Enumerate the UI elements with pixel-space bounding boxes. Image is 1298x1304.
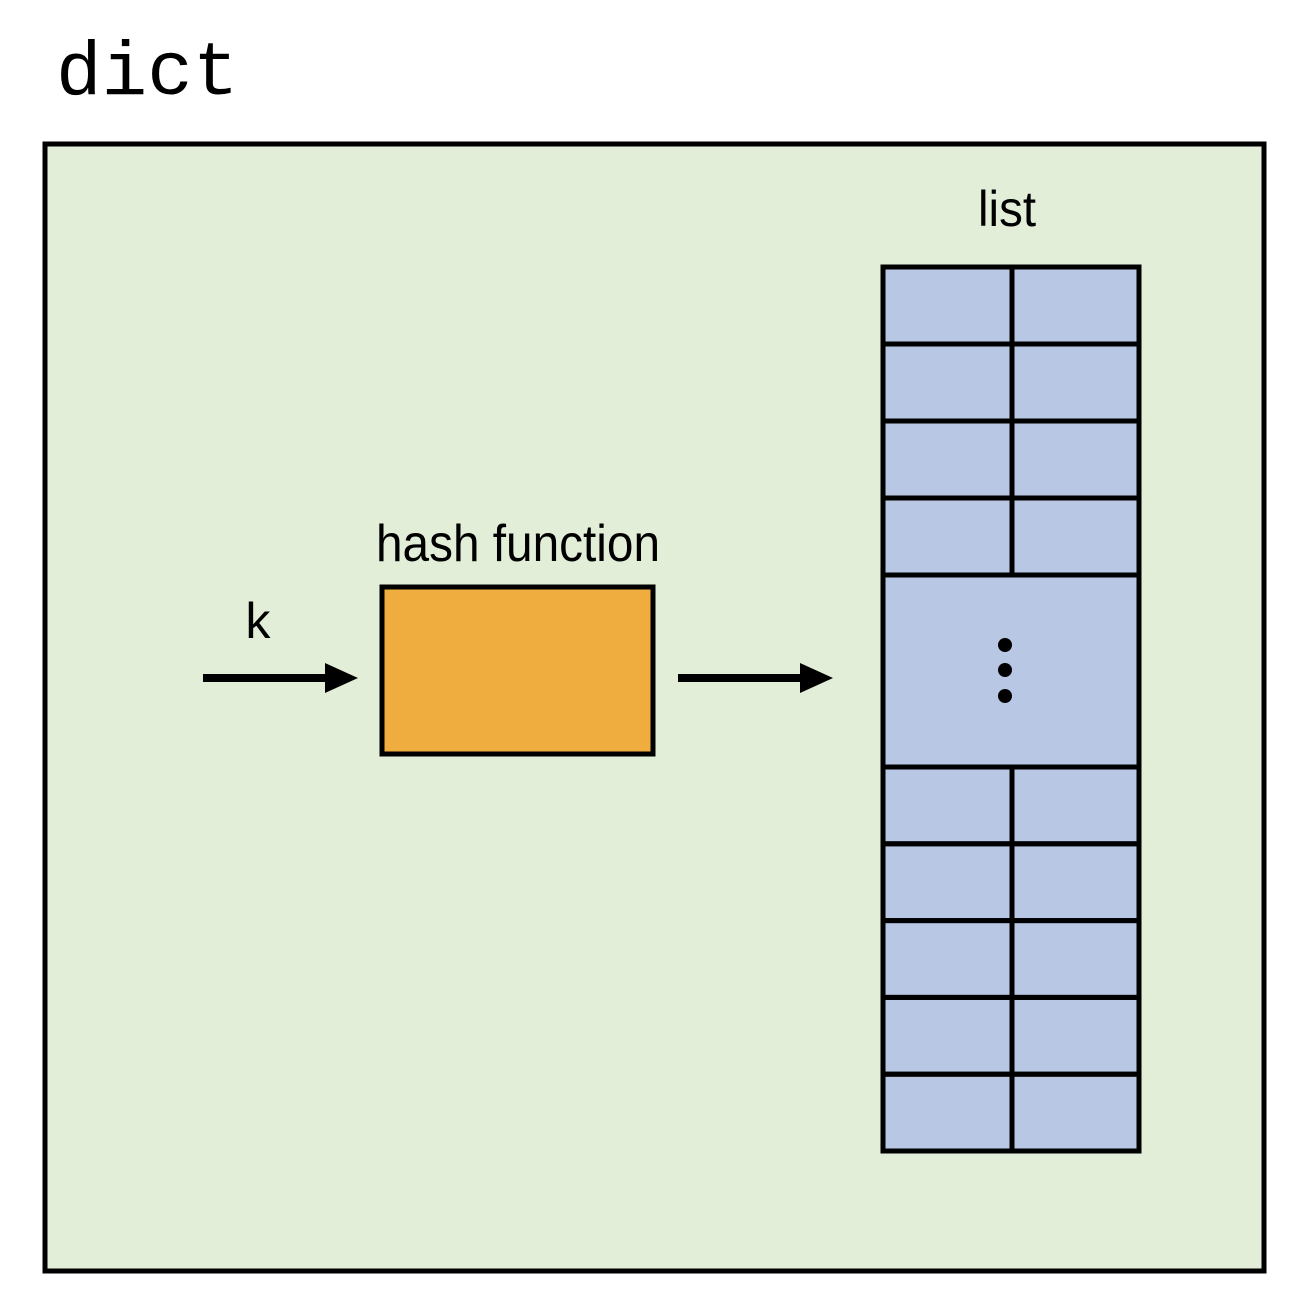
arrow-key-to-hash-icon (203, 663, 358, 693)
dict-title: dict (56, 31, 238, 117)
list-label: list (978, 181, 1036, 237)
arrow-hash-to-list-icon (678, 663, 833, 693)
key-label: k (243, 597, 273, 654)
list-table (880, 264, 1142, 1154)
hash-function-box (379, 584, 656, 757)
list-cell-value (1009, 1071, 1142, 1154)
ellipsis-icon (998, 638, 1012, 703)
hash-function-label: hash function (376, 515, 660, 573)
